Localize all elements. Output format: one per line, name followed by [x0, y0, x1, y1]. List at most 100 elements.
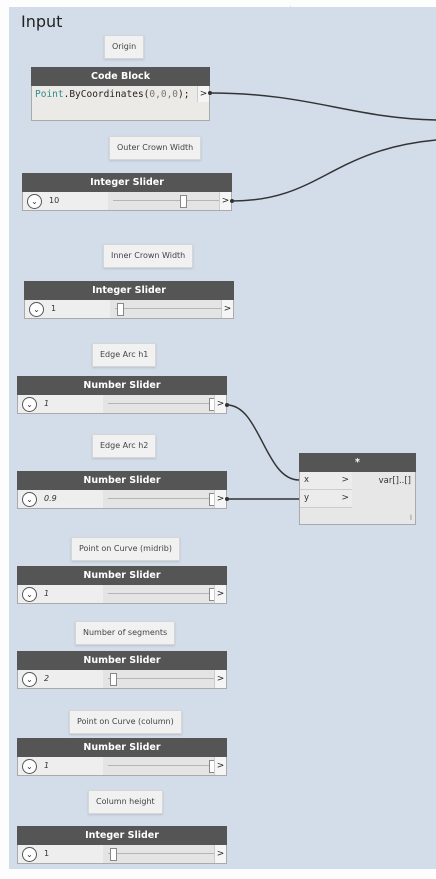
note-outer-crown-width[interactable]: Outer Crown Width — [109, 136, 202, 160]
note-point-on-curve-column[interactable]: Point on Curve (column) — [69, 710, 182, 734]
slider-number-of-segments[interactable]: Number Slider⌄2> — [17, 651, 227, 689]
multiply-body[interactable]: x > y > var[]..[] l — [299, 472, 416, 525]
note-inner-crown-width[interactable]: Inner Crown Width — [103, 244, 194, 268]
node-title: Number Slider — [17, 738, 227, 757]
slider-track[interactable] — [113, 200, 221, 201]
slider-track[interactable] — [108, 853, 216, 854]
chevron-down-icon[interactable]: ⌄ — [27, 194, 42, 209]
note-point-on-curve-midrib[interactable]: Point on Curve (midrib) — [71, 537, 180, 561]
note-number-of-segments[interactable]: Number of segments — [75, 621, 176, 645]
input-label-y: y — [304, 493, 310, 503]
slider-outer-crown-width[interactable]: Integer Slider ⌄ 10 > — [22, 173, 232, 211]
slider-value[interactable]: 1 — [44, 761, 50, 770]
node-title: Code Block — [31, 67, 210, 86]
input-port-x[interactable]: x > — [300, 472, 352, 490]
input-port-y[interactable]: y > — [300, 490, 352, 508]
slider-value[interactable]: 0.9 — [44, 494, 57, 503]
slider-track-area[interactable] — [103, 670, 221, 688]
slider-point-on-curve-midrib[interactable]: Number Slider ⌄ 1 > — [17, 566, 227, 604]
chevron-down-icon[interactable]: ⌄ — [22, 587, 37, 602]
lacing-indicator[interactable]: l — [410, 514, 412, 522]
code-end: ); — [178, 89, 190, 100]
multiply-node[interactable]: * x > y > var[]..[] l — [299, 453, 416, 525]
slider-body[interactable]: ⌄ 1 > — [24, 300, 234, 319]
port-arrow-icon: > — [341, 475, 349, 485]
slider-body[interactable]: ⌄ 2 > — [17, 670, 227, 689]
slider-value[interactable]: 1 — [44, 399, 50, 408]
wire-endpoint — [225, 403, 229, 407]
wire-outer-crown[interactable] — [231, 139, 436, 202]
output-port-arrow-icon[interactable]: > — [197, 86, 209, 102]
wire-endpoint — [208, 91, 212, 95]
code-block-body[interactable]: Point.ByCoordinates(0,0,0); > — [31, 86, 210, 121]
node-title: Integer Slider — [22, 173, 232, 192]
output-port-arrow-icon[interactable]: > — [221, 300, 233, 318]
output-port-arrow-icon[interactable]: > — [214, 757, 226, 775]
chevron-down-icon[interactable]: ⌄ — [22, 847, 37, 862]
code-text[interactable]: Point.ByCoordinates(0,0,0); — [35, 88, 189, 102]
slider-value[interactable]: 1 — [44, 849, 50, 858]
slider-edge-arc-h2[interactable]: Number Slider ⌄ 0.9 > — [17, 471, 227, 509]
slider-thumb[interactable] — [110, 673, 117, 686]
slider-body[interactable]: ⌄ 1 > — [17, 585, 227, 604]
chevron-down-icon[interactable]: ⌄ — [22, 397, 37, 412]
slider-inner-crown-width[interactable]: Integer Slider ⌄ 1 > — [24, 281, 234, 319]
output-port-arrow-icon[interactable]: > — [214, 670, 226, 688]
slider-value[interactable]: 2 — [44, 674, 50, 683]
chevron-down-icon[interactable]: ⌄ — [22, 759, 37, 774]
slider-value[interactable]: 1 — [51, 304, 57, 313]
slider-body[interactable]: ⌄ 1 > — [17, 395, 227, 414]
node-title: Number Slider — [17, 376, 227, 395]
slider-column-height[interactable]: Integer Slider⌄1> — [17, 826, 227, 864]
node-title: Number Slider — [17, 471, 227, 490]
node-title: Integer Slider — [24, 281, 234, 300]
slider-track-area[interactable] — [103, 585, 221, 603]
slider-track[interactable] — [108, 765, 216, 766]
chevron-down-icon[interactable]: ⌄ — [22, 492, 37, 507]
code-method: .ByCoordinates( — [63, 89, 150, 100]
slider-thumb[interactable] — [110, 848, 117, 861]
group-title: Input — [21, 12, 63, 31]
slider-track[interactable] — [108, 498, 216, 499]
output-port-arrow-icon[interactable]: > — [214, 845, 226, 863]
note-edge-arc-h2[interactable]: Edge Arc h2 — [92, 434, 157, 458]
slider-track-area[interactable] — [110, 300, 228, 318]
note-column-height[interactable]: Column height — [88, 790, 163, 814]
slider-track[interactable] — [115, 308, 223, 309]
output-port-arrow-icon[interactable]: > — [214, 490, 226, 508]
note-origin[interactable]: Origin — [104, 35, 145, 59]
port-arrow-icon: > — [341, 493, 349, 503]
wire-origin[interactable] — [209, 92, 436, 121]
note-edge-arc-h1[interactable]: Edge Arc h1 — [92, 343, 157, 367]
input-label-x: x — [304, 475, 310, 485]
output-port-arrow-icon[interactable]: > — [219, 192, 231, 210]
slider-thumb[interactable] — [180, 195, 188, 208]
slider-track[interactable] — [108, 678, 216, 679]
slider-point-on-curve-column[interactable]: Number Slider ⌄ 1 > — [17, 738, 227, 776]
node-title: * — [299, 453, 416, 472]
output-port-var[interactable]: var[]..[] — [378, 476, 411, 486]
output-port-arrow-icon[interactable]: > — [214, 585, 226, 603]
chevron-down-icon[interactable]: ⌄ — [22, 672, 37, 687]
slider-body[interactable]: ⌄ 10 > — [22, 192, 232, 211]
wire-endpoint — [225, 497, 229, 501]
slider-body[interactable]: ⌄ 1 > — [17, 757, 227, 776]
slider-track-area[interactable] — [108, 192, 226, 210]
slider-edge-arc-h1[interactable]: Number Slider ⌄ 1 > — [17, 376, 227, 414]
slider-value[interactable]: 1 — [44, 589, 50, 598]
slider-value[interactable]: 10 — [49, 196, 60, 205]
slider-body[interactable]: ⌄ 0.9 > — [17, 490, 227, 509]
output-port-arrow-icon[interactable]: > — [214, 395, 226, 413]
slider-track-area[interactable] — [103, 845, 221, 863]
slider-track[interactable] — [108, 593, 216, 594]
slider-track[interactable] — [108, 403, 216, 404]
chevron-down-icon[interactable]: ⌄ — [29, 302, 44, 317]
slider-thumb[interactable] — [117, 303, 124, 316]
node-title: Number Slider — [17, 566, 227, 585]
wire-edge-arc-h1[interactable] — [226, 404, 300, 481]
code-block-node[interactable]: Code Block Point.ByCoordinates(0,0,0); > — [31, 67, 210, 121]
code-args: 0,0,0 — [149, 89, 179, 100]
slider-body[interactable]: ⌄ 1 > — [17, 845, 227, 864]
